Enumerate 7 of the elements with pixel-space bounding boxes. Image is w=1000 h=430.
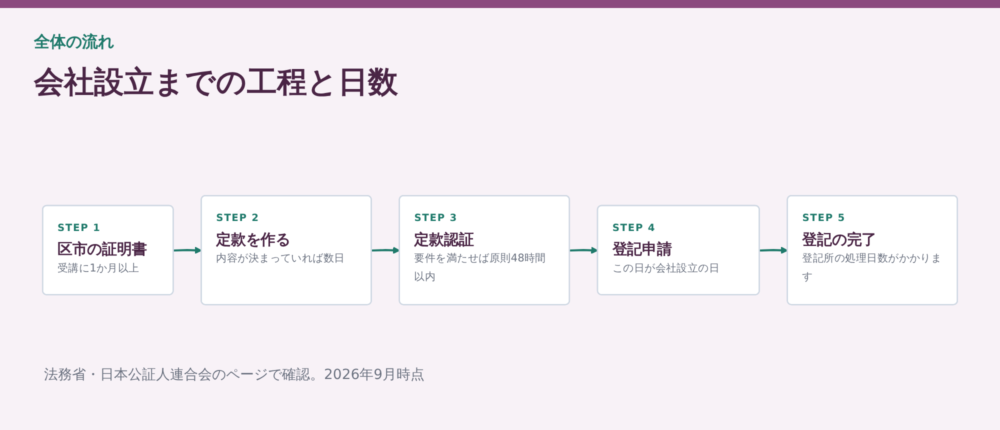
source-note: 法務省・日本公証人連合会のページで確認。2026年9月時点 (44, 366, 425, 384)
page-title: 会社設立までの工程と日数 (34, 64, 398, 102)
arrow (372, 246, 400, 254)
arrow (174, 246, 202, 254)
arrow (570, 246, 598, 254)
section-label: 全体の流れ (34, 32, 114, 53)
arrow (760, 246, 788, 254)
